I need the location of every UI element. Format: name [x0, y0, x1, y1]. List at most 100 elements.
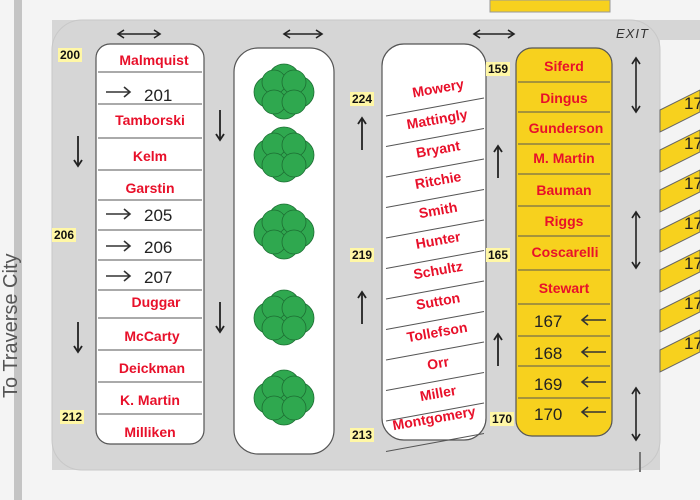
site-number: 167 [534, 312, 563, 331]
site-divider [385, 402, 485, 422]
grass-bottom [0, 470, 700, 500]
up-arrow-icon [357, 116, 367, 125]
two-way-arrow-icon [116, 29, 125, 39]
site-arrow-icon [106, 240, 132, 252]
exit-label: EXIT [616, 26, 649, 41]
site-number: 206 [144, 238, 173, 257]
traffic-arrows [73, 29, 641, 472]
site-label: Garstin [125, 180, 175, 196]
two-way-arrow-icon [282, 29, 291, 39]
site-label: Gunderson [528, 120, 604, 136]
site-arrow-icon [580, 346, 606, 358]
site-arrow-icon [106, 208, 132, 220]
up-arrow-icon [493, 332, 503, 341]
trees [253, 63, 315, 426]
tree-icon [253, 126, 315, 183]
site-number-partial: 17 [684, 134, 700, 153]
sign-number: 200 [58, 48, 83, 62]
two-way-vertical-arrow-icon [631, 210, 641, 219]
side-road [14, 0, 22, 500]
tree-blob [281, 89, 307, 115]
site-arrow-icon [580, 314, 606, 326]
two-way-vertical-arrow-icon [631, 433, 641, 442]
site-arrow-icon [106, 270, 132, 282]
site-number-partial: 17 [684, 174, 700, 193]
site-divider [385, 189, 485, 208]
right-block [515, 47, 613, 437]
site-label: Malmquist [119, 52, 189, 68]
down-arrow-icon [215, 325, 225, 334]
site-divider [385, 128, 485, 147]
tree-blob [281, 395, 307, 421]
tree-blob [281, 152, 307, 178]
site-label: Stewart [538, 280, 590, 296]
site-divider-lines [98, 71, 610, 452]
site-label: M. Martin [533, 150, 595, 166]
tree-icon [253, 203, 315, 260]
down-arrow-icon [215, 133, 225, 142]
partial-site [659, 209, 700, 253]
site-label: K. Martin [120, 392, 180, 408]
two-way-arrow-icon [315, 29, 324, 39]
tree-blob [281, 229, 307, 255]
sign-number: 165 [486, 248, 511, 262]
up-arrow-icon [493, 144, 503, 153]
site-divider [385, 250, 485, 269]
site-number-partial: 17 [684, 214, 700, 233]
site-number: 169 [534, 375, 563, 394]
sign-number: 224 [350, 92, 375, 106]
site-number: 170 [534, 405, 563, 424]
site-label: Riggs [544, 213, 584, 229]
site-divider [385, 311, 485, 330]
site-number: 207 [144, 268, 173, 287]
two-way-arrow-icon [153, 29, 162, 39]
two-way-vertical-arrow-icon [631, 56, 641, 65]
two-way-arrow-icon [507, 29, 516, 39]
site-arrow-icon [106, 86, 132, 98]
sign-number: 170 [490, 412, 515, 426]
site-divider [385, 280, 485, 300]
site-label: Coscarelli [531, 244, 599, 260]
partial-site [659, 89, 700, 133]
site-label: Tamborski [115, 112, 185, 128]
partial-site [659, 129, 700, 173]
site-number: 168 [534, 344, 563, 363]
site-number-partial: 17 [684, 254, 700, 273]
site-number-partial: 17 [684, 94, 700, 113]
site-label: Siferd [544, 58, 584, 74]
down-arrow-icon [73, 159, 83, 168]
site-arrow-icon [580, 406, 606, 418]
site-number: 205 [144, 206, 173, 225]
partial-site [659, 249, 700, 293]
site-label: Bauman [536, 182, 592, 198]
partial-site [659, 329, 700, 373]
site-number: 201 [144, 86, 173, 105]
tree-icon [253, 369, 315, 426]
site-number-partial: 17 [684, 294, 700, 313]
sign-number: 159 [486, 62, 511, 76]
site-divider [385, 372, 485, 391]
site-divider [385, 158, 485, 178]
tree-icon [253, 289, 315, 346]
site-label: Dingus [540, 90, 588, 106]
sign-number: 219 [350, 248, 375, 262]
sign-number: 206 [52, 228, 77, 242]
two-way-vertical-arrow-icon [631, 261, 641, 270]
up-arrow-icon [357, 290, 367, 299]
site-label: Milliken [124, 424, 176, 440]
side-road-label: To Traverse City [0, 253, 22, 398]
site-label: Kelm [132, 148, 168, 164]
left-block [95, 43, 205, 445]
site-label: McCarty [124, 328, 180, 344]
tree-icon [253, 63, 315, 120]
sign-number: 212 [60, 410, 85, 424]
sign-number: 213 [350, 428, 375, 442]
tree-blob [281, 315, 307, 341]
down-arrow-icon [73, 345, 83, 354]
site-divider [385, 97, 485, 117]
grass-left [0, 0, 52, 500]
site-divider [385, 433, 485, 452]
middle-block [381, 43, 487, 441]
two-way-arrow-icon [472, 29, 481, 39]
